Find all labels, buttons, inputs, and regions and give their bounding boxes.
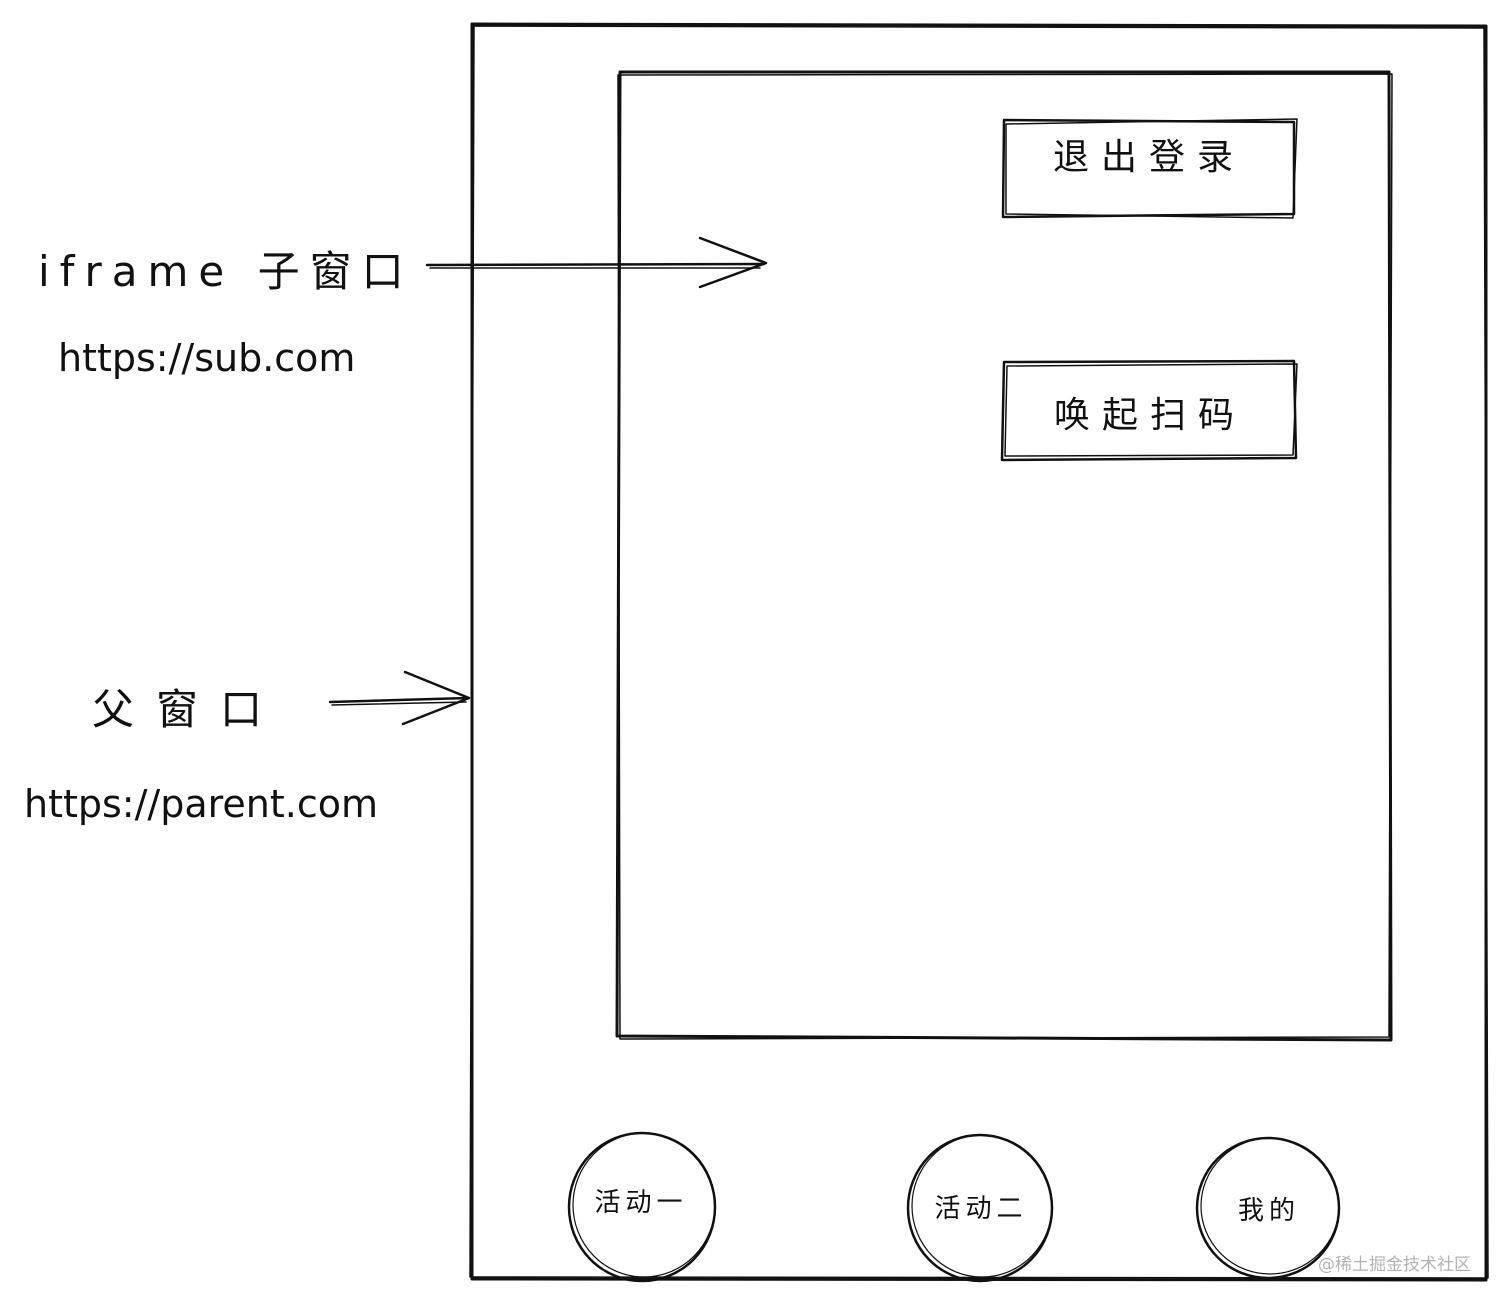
nav-item-mine[interactable]: 我的 (1237, 1196, 1300, 1226)
iframe-frame (615, 70, 1393, 1042)
parent-arrow (328, 670, 471, 726)
logout-button[interactable]: 退出登录 (1052, 137, 1245, 178)
scan-button[interactable]: 唤起扫码 (1053, 395, 1246, 436)
iframe-url-label: https://sub.com (58, 336, 356, 380)
parent-window-frame (469, 22, 1489, 1282)
nav-circle-2 (906, 1133, 1054, 1283)
iframe-arrow (425, 236, 768, 289)
nav-item-activity-one[interactable]: 活动一 (594, 1188, 688, 1218)
parent-url-label: https://parent.com (24, 782, 379, 826)
logout-button-box (1001, 118, 1298, 219)
nav-circle-1 (567, 1131, 717, 1283)
watermark: @稀土掘金技术社区 (1318, 1255, 1471, 1275)
nav-item-activity-two[interactable]: 活动二 (934, 1194, 1028, 1224)
scan-button-box (1000, 359, 1298, 462)
parent-window-label: 父窗口 (92, 685, 285, 734)
nav-circle-3 (1195, 1136, 1341, 1280)
iframe-window-label: iframe 子窗口 (38, 247, 414, 296)
